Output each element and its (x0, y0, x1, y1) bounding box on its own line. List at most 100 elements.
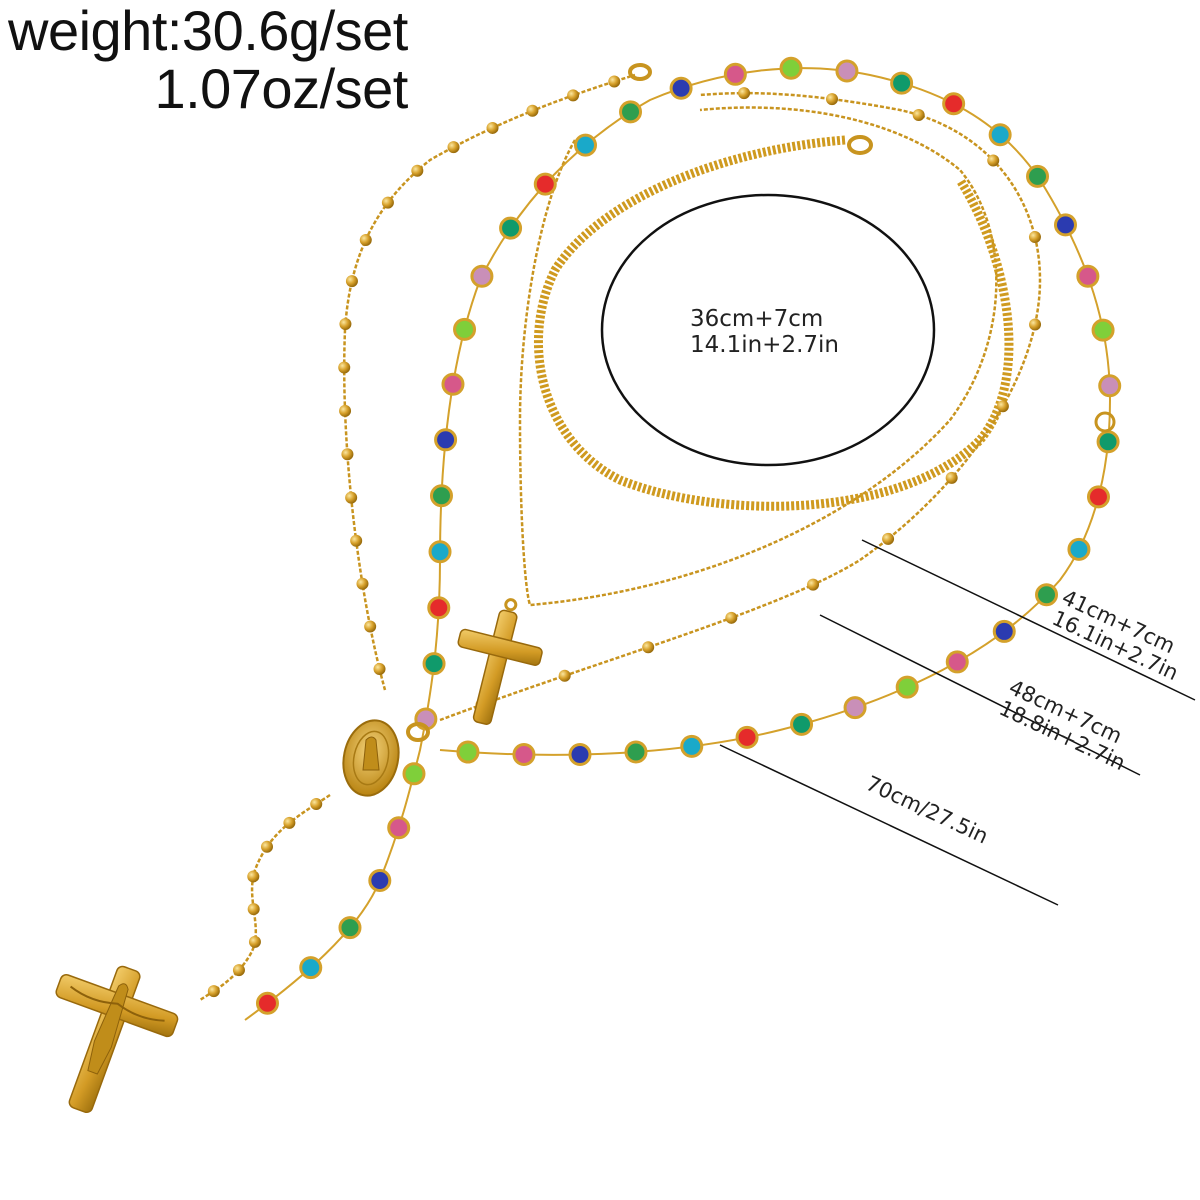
gold-bead (996, 400, 1009, 413)
gem-station (790, 712, 814, 736)
gold-bead (310, 797, 323, 810)
rosary-bead-chain (342, 73, 636, 691)
gem-station (456, 740, 480, 764)
gem-station (723, 62, 747, 86)
gold-bead (526, 104, 539, 117)
gem-station (499, 216, 523, 240)
gem-station (843, 696, 867, 720)
gem-station (434, 428, 458, 452)
weight-label: weight:30.6g/set 1.07oz/set (8, 2, 408, 118)
gem-station (429, 484, 453, 508)
gem-station (512, 742, 536, 766)
choker-length-label: 36cm+7cm 14.1in+2.7in (690, 306, 839, 358)
gem-station (573, 133, 597, 157)
gold-bead (339, 318, 352, 331)
gem-station (988, 123, 1012, 147)
measure-line-48 (819, 614, 1141, 776)
gem-station (1076, 264, 1100, 288)
thin-cable-chain (518, 106, 998, 607)
gem-station (1035, 583, 1059, 607)
gem-station (619, 100, 643, 124)
gem-station (1067, 537, 1091, 561)
gem-station (835, 59, 859, 83)
gem-station (428, 540, 452, 564)
gold-bead (567, 89, 580, 102)
gem-station (779, 56, 803, 80)
gold-bead (807, 578, 820, 591)
measure-line-41 (861, 539, 1196, 701)
gem-station (1091, 318, 1115, 342)
gold-bead (364, 620, 377, 633)
gem-station (895, 675, 919, 699)
gem-station (1098, 374, 1122, 398)
gold-bead (359, 233, 372, 246)
gem-station (992, 619, 1016, 643)
gem-station (533, 172, 557, 196)
gold-beads-rosary (207, 75, 621, 998)
small-cross-pendant (457, 598, 543, 725)
gold-bead (642, 641, 655, 654)
gem-station (942, 92, 966, 116)
gem-station (402, 762, 426, 786)
gold-bead (338, 361, 351, 374)
weight-grams: weight:30.6g/set (8, 0, 408, 62)
weight-ounces: 1.07oz/set (154, 57, 408, 120)
gem-station (945, 650, 969, 674)
gold-bead (345, 491, 358, 504)
gold-bead (350, 534, 363, 547)
gem-station (470, 264, 494, 288)
gem-station (338, 916, 362, 940)
gold-bead (207, 985, 220, 998)
gold-bead (912, 109, 925, 122)
gold-bead (341, 448, 354, 461)
gold-bead (373, 662, 386, 675)
gold-bead (345, 275, 358, 288)
gem-station (427, 596, 451, 620)
gold-bead (339, 404, 352, 417)
choker-size-oval (600, 193, 936, 467)
gold-bead (558, 669, 571, 682)
gem-station (255, 991, 279, 1015)
gem-station (624, 740, 648, 764)
gem-station (299, 956, 323, 980)
gem-station (890, 71, 914, 95)
gem-station (368, 868, 392, 892)
gem-station (680, 734, 704, 758)
gold-bead (411, 164, 424, 177)
gold-bead (1029, 318, 1042, 331)
gem-station (441, 372, 465, 396)
curb-chain (534, 135, 1014, 511)
gold-bead (260, 840, 273, 853)
gold-bead (945, 471, 958, 484)
measure-line-70 (719, 744, 1059, 906)
gem-station (1053, 213, 1077, 237)
gold-bead (447, 141, 460, 154)
gold-bead (725, 611, 738, 624)
gem-station (1026, 164, 1050, 188)
bead-chain-medium (439, 91, 1042, 722)
gold-bead (283, 816, 296, 829)
gem-station (1096, 430, 1120, 454)
gold-bead (826, 93, 839, 106)
extender-ring (1094, 411, 1116, 433)
gem-station (422, 652, 446, 676)
gold-bead (987, 154, 1000, 167)
gold-bead (247, 870, 260, 883)
gem-station (669, 76, 693, 100)
gold-bead (232, 964, 245, 977)
choker-length-cm: 36cm+7cm (690, 306, 824, 332)
gold-bead (356, 577, 369, 590)
gold-bead (882, 532, 895, 545)
lobster-clasp-curb (847, 135, 873, 155)
gold-beads-medium (475, 87, 1042, 711)
miraculous-medal (342, 719, 400, 797)
lobster-clasp-top (628, 63, 652, 81)
crucifix-pendant (55, 965, 179, 1114)
gold-bead (381, 196, 394, 209)
gold-bead (738, 87, 751, 100)
gold-bead (486, 121, 499, 134)
gold-bead (247, 903, 260, 916)
gold-bead (1028, 230, 1041, 243)
lobster-clasp-bottom (406, 722, 430, 742)
gold-bead (248, 935, 261, 948)
